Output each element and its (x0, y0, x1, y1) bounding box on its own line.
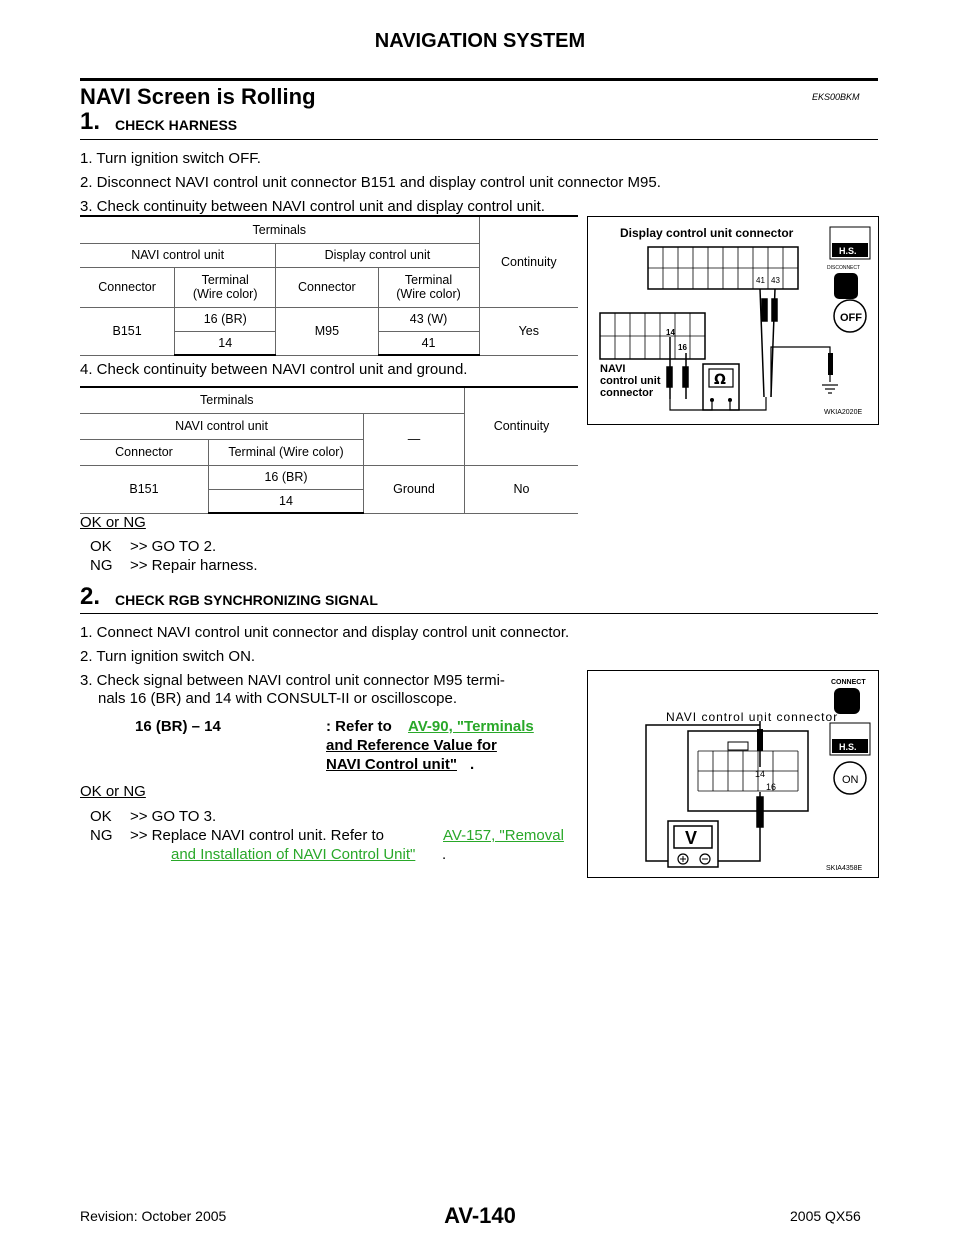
step-1-ok-ng: OK or NG (80, 514, 146, 531)
key-switch-on-icon (833, 761, 867, 795)
step-2-ng-text: >> Replace NAVI control unit. Refer to (130, 827, 385, 844)
footer-revision: Revision: October 2005 (80, 1208, 227, 1224)
figure-continuity-check: Display control unit connector 41 43 (587, 216, 879, 425)
step-1-ng-key: NG (90, 557, 113, 574)
signal-check-diagram: CONNECT H.S. ON NAVI control unit connec… (645, 679, 871, 868)
key-switch-icon (833, 299, 867, 333)
reference-terminals: 16 (BR) – 14 (135, 718, 221, 735)
hs-label-2: H.S. (839, 742, 857, 752)
step-2-ok-text: >> GO TO 3. (130, 808, 217, 825)
step-2-item-3: 3. Check signal between NAVI control uni… (80, 672, 505, 689)
step-2-ok-ng: OK or NG (80, 783, 146, 800)
navi-connector-label-2: control unit (600, 375, 661, 387)
continuity-table-1: Terminals Continuity NAVI control unit D… (80, 215, 578, 356)
table-1-cell-t2-row2: 41 (377, 331, 480, 356)
table-1-cell-conn1: B151 (80, 307, 175, 356)
reference-dot: . (470, 756, 475, 773)
table-1-cell-t2: 43 (W) (377, 307, 480, 332)
figure-2-code: SKIA4358E (826, 865, 863, 872)
on-label: ON (842, 774, 859, 786)
hs-label: H.S. (839, 246, 857, 256)
pin-16-label: 16 (678, 343, 687, 352)
step-1-ok-key: OK (90, 538, 112, 555)
table-2-cell-t-b: 14 (208, 489, 364, 514)
pin-14-label-2: 14 (755, 769, 765, 779)
step-1-ok-text: >> GO TO 2. (130, 538, 217, 555)
reference-colon: : Refer to (326, 718, 392, 735)
table-2-cell-conn: B151 (80, 465, 209, 514)
table-2-terminals-header: Terminals (80, 386, 465, 414)
link-av-157[interactable]: AV-157, "Removal (443, 827, 564, 844)
table-1-cell-t1-row2: 14 (174, 331, 276, 356)
connector-continuity-diagram: Display control unit connector 41 43 (599, 226, 871, 411)
step-1-title: CHECK HARNESS (115, 117, 238, 133)
voltmeter-icon: V (685, 828, 697, 848)
step-1-ng-text: >> Repair harness. (130, 557, 258, 574)
navi-connector-label-1: NAVI (600, 363, 625, 375)
figure-1-title: Display control unit connector (620, 226, 794, 240)
table-1-navi-unit-header: NAVI control unit (80, 243, 276, 268)
table-1-cell-continuity: Yes (478, 307, 578, 356)
section-code: EKS00BKM (812, 92, 860, 102)
table-2-connector-header: Connector (80, 439, 209, 466)
figure-signal-check: CONNECT H.S. ON NAVI control unit connec… (587, 670, 879, 878)
table-1-terminal-header-2: Terminal (Wire color) (377, 267, 480, 308)
pin-16-label-2: 16 (766, 782, 776, 792)
navi-connector-label-3: connector (600, 387, 654, 399)
section-title: NAVI Screen is Rolling (80, 84, 316, 109)
pin-43-label: 43 (771, 276, 780, 285)
link-av-90-line-3[interactable]: NAVI Control unit" (326, 756, 457, 773)
table-2-continuity-header: Continuity (464, 386, 578, 466)
step-2-item-3-cont: nals 16 (BR) and 14 with CONSULT-II or o… (98, 690, 458, 707)
table-1-terminals-header: Terminals (80, 215, 480, 244)
connect-label: CONNECT (831, 679, 866, 686)
table-1-cell-t1: 16 (BR) (174, 307, 276, 332)
ohm-icon: Ω (714, 372, 726, 388)
table-2-navi-unit-header: NAVI control unit (80, 413, 364, 440)
link-av-157-line-2[interactable]: and Installation of NAVI Control Unit" (171, 846, 416, 863)
step-1-item-2: 2. Disconnect NAVI control unit connecto… (80, 174, 661, 191)
step-2-ok-key: OK (90, 808, 112, 825)
table-2-cell-ground: Ground (363, 465, 465, 514)
table-1-display-unit-header: Display control unit (275, 243, 480, 268)
step-2-item-1: 1. Connect NAVI control unit connector a… (80, 624, 570, 641)
step-2-ng-key: NG (90, 827, 113, 844)
page-header: NAVIGATION SYSTEM (374, 30, 586, 52)
table-2-cell-continuity: No (464, 465, 578, 514)
step-2-title: CHECK RGB SYNCHRONIZING SIGNAL (115, 592, 378, 608)
step-2-rule (80, 613, 878, 614)
link-av-90-line-2[interactable]: and Reference Value for (326, 737, 497, 754)
continuity-table-2: Terminals Continuity NAVI control unit —… (80, 386, 578, 514)
off-label: OFF (840, 312, 862, 324)
step-1-item-1: 1. Turn ignition switch OFF. (80, 150, 261, 167)
step-2-ng-dot: . (442, 846, 447, 863)
footer-model: 2005 QX56 (790, 1208, 861, 1224)
step-2-item-2: 2. Turn ignition switch ON. (80, 648, 256, 665)
table-1-terminal-header: Terminal (Wire color) (174, 267, 276, 308)
table-1-connector-header-2: Connector (275, 267, 379, 308)
link-av-90[interactable]: AV-90, "Terminals (408, 718, 534, 735)
step-1-rule (80, 139, 878, 140)
step-1-number: 1. (80, 108, 101, 135)
pin-41-label: 41 (756, 276, 765, 285)
footer-page-number: AV-140 (444, 1203, 516, 1228)
step-1-item-3: 3. Check continuity between NAVI control… (80, 198, 545, 215)
table-2-cell-t-a: 16 (BR) (208, 465, 364, 490)
step-2-number: 2. (80, 583, 101, 610)
pin-14-label: 14 (666, 328, 675, 337)
table-1-connector-header: Connector (80, 267, 175, 308)
table-1-continuity-header: Continuity (478, 215, 578, 308)
disconnect-label: DISCONNECT (827, 265, 860, 271)
disconnect-icon (834, 273, 858, 299)
step-1-item-4: 4. Check continuity between NAVI control… (80, 361, 468, 378)
table-1-cell-conn2: M95 (275, 307, 379, 356)
connect-icon (834, 688, 860, 714)
figure-2-title: NAVI control unit connector (666, 710, 838, 724)
figure-1-code: WKIA2020E (824, 409, 863, 416)
table-2-terminal-header: Terminal (Wire color) (208, 439, 364, 466)
table-2-dash: — (363, 413, 465, 466)
header-rule (80, 78, 878, 81)
